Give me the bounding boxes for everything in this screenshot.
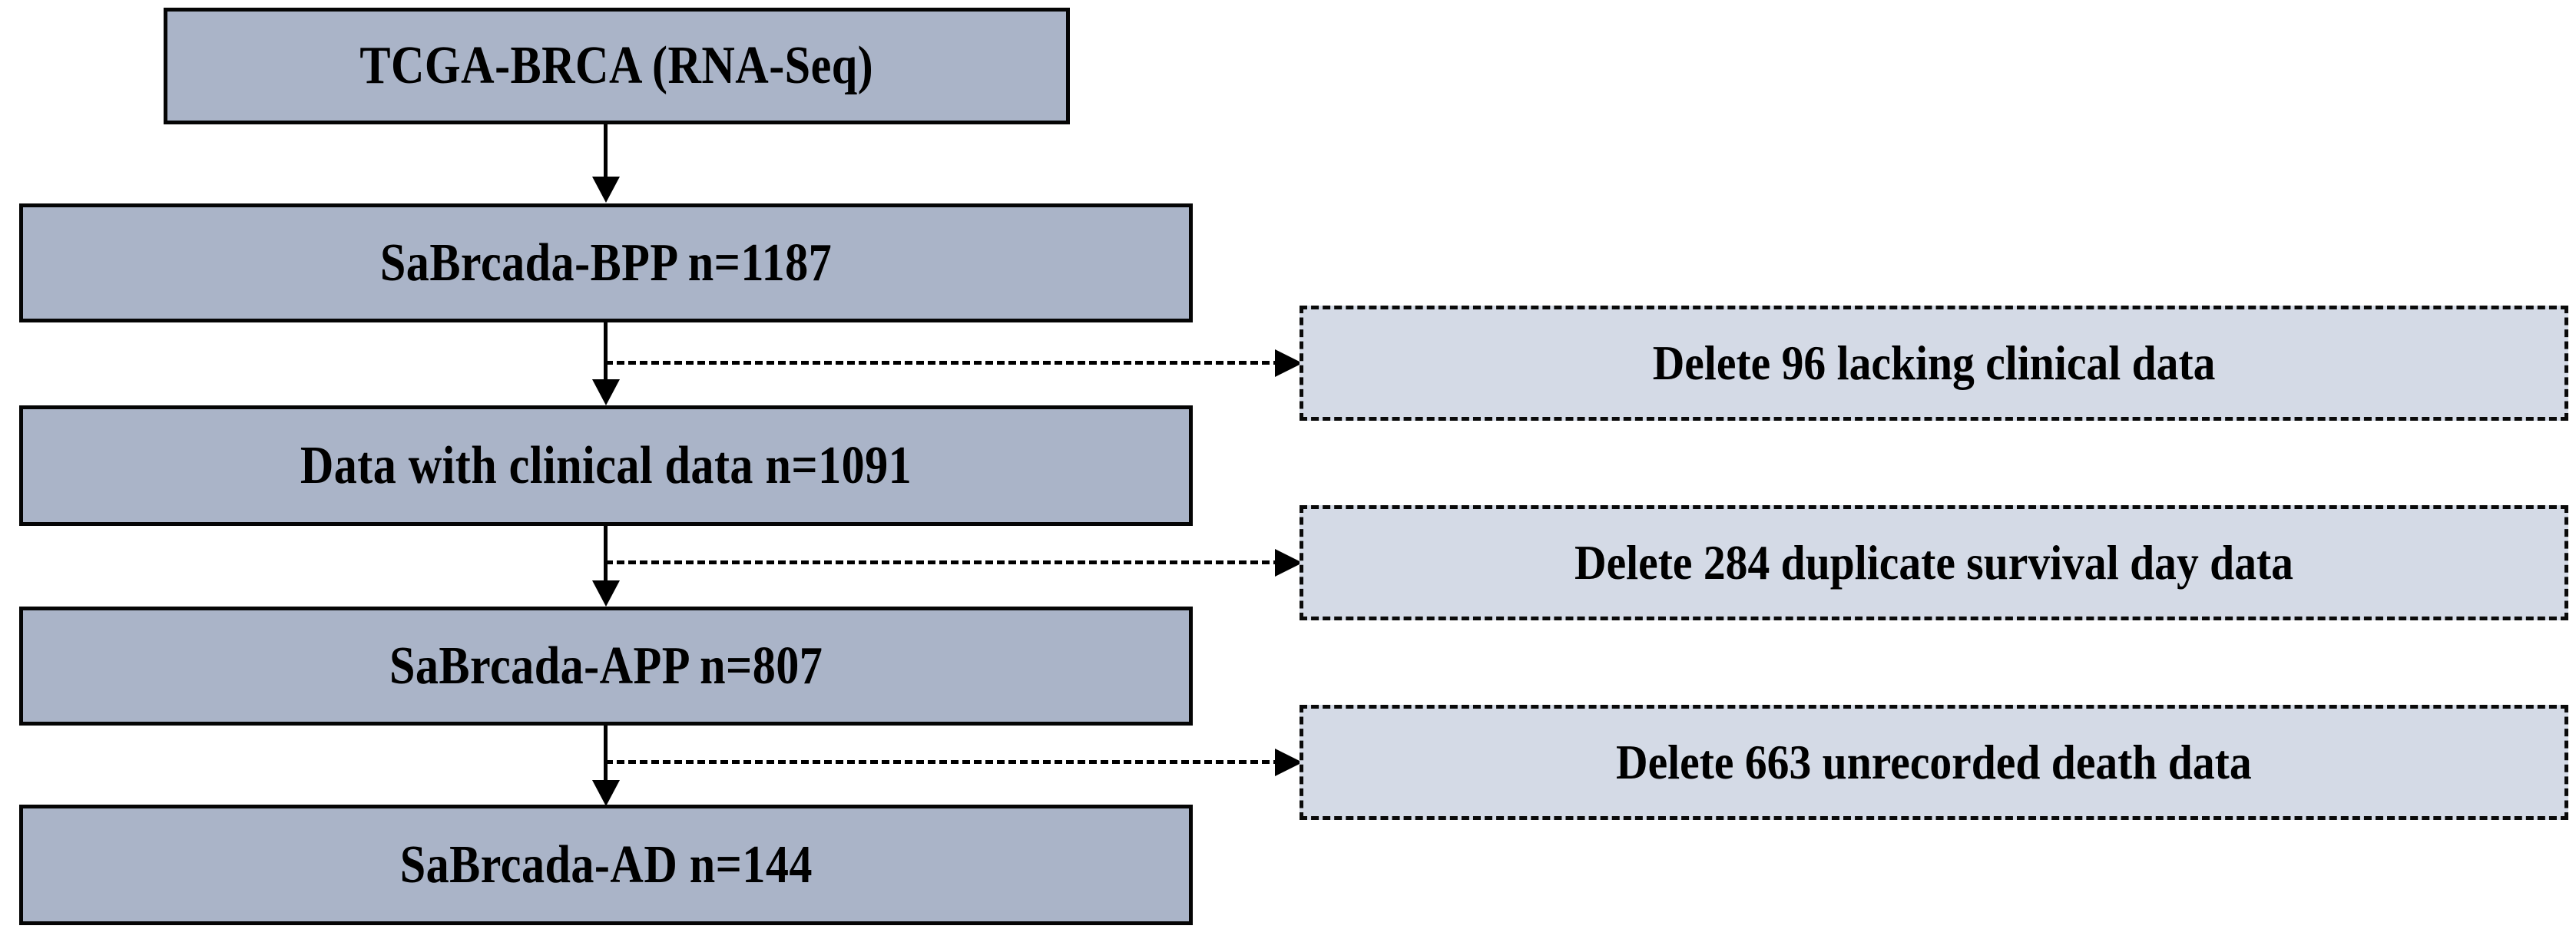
connector-source-to-bpp (604, 124, 608, 182)
node-sabrcada-app-label: SaBrcada-APP n=807 (389, 636, 823, 696)
exclusion-box-3-label: Delete 663 unrecorded death data (1616, 735, 2252, 790)
arrowhead-app-to-ad (592, 780, 620, 806)
arrowhead-source-to-bpp (592, 177, 620, 203)
connector-clinical-to-app (604, 526, 608, 586)
node-with-clinical-label: Data with clinical data n=1091 (300, 435, 912, 495)
node-sabrcada-bpp-label: SaBrcada-BPP n=1187 (379, 233, 833, 293)
arrowhead-exclusion-1 (1275, 349, 1303, 377)
node-source: TCGA-BRCA (RNA-Seq) (164, 8, 1070, 124)
arrowhead-exclusion-2 (1275, 549, 1303, 577)
node-sabrcada-bpp: SaBrcada-BPP n=1187 (19, 203, 1193, 322)
exclusion-box-2: Delete 284 duplicate survival day data (1300, 505, 2568, 620)
connector-exclusion-3 (605, 760, 1281, 764)
exclusion-box-1-label: Delete 96 lacking clinical data (1652, 336, 2216, 391)
connector-bpp-to-clinical (604, 322, 608, 384)
connector-exclusion-2 (605, 560, 1281, 564)
node-source-label: TCGA-BRCA (RNA-Seq) (359, 36, 874, 96)
exclusion-box-3: Delete 663 unrecorded death data (1300, 705, 2568, 820)
node-with-clinical: Data with clinical data n=1091 (19, 405, 1193, 526)
arrowhead-clinical-to-app (592, 580, 620, 607)
node-sabrcada-app: SaBrcada-APP n=807 (19, 607, 1193, 726)
node-sabrcada-ad: SaBrcada-AD n=144 (19, 805, 1193, 925)
node-sabrcada-ad-label: SaBrcada-AD n=144 (399, 835, 813, 894)
connector-exclusion-1 (605, 361, 1281, 365)
connector-app-to-ad (604, 726, 608, 787)
arrowhead-exclusion-3 (1275, 749, 1303, 776)
arrowhead-bpp-to-clinical (592, 379, 620, 405)
exclusion-box-2-label: Delete 284 duplicate survival day data (1574, 535, 2293, 590)
exclusion-box-1: Delete 96 lacking clinical data (1300, 306, 2568, 421)
